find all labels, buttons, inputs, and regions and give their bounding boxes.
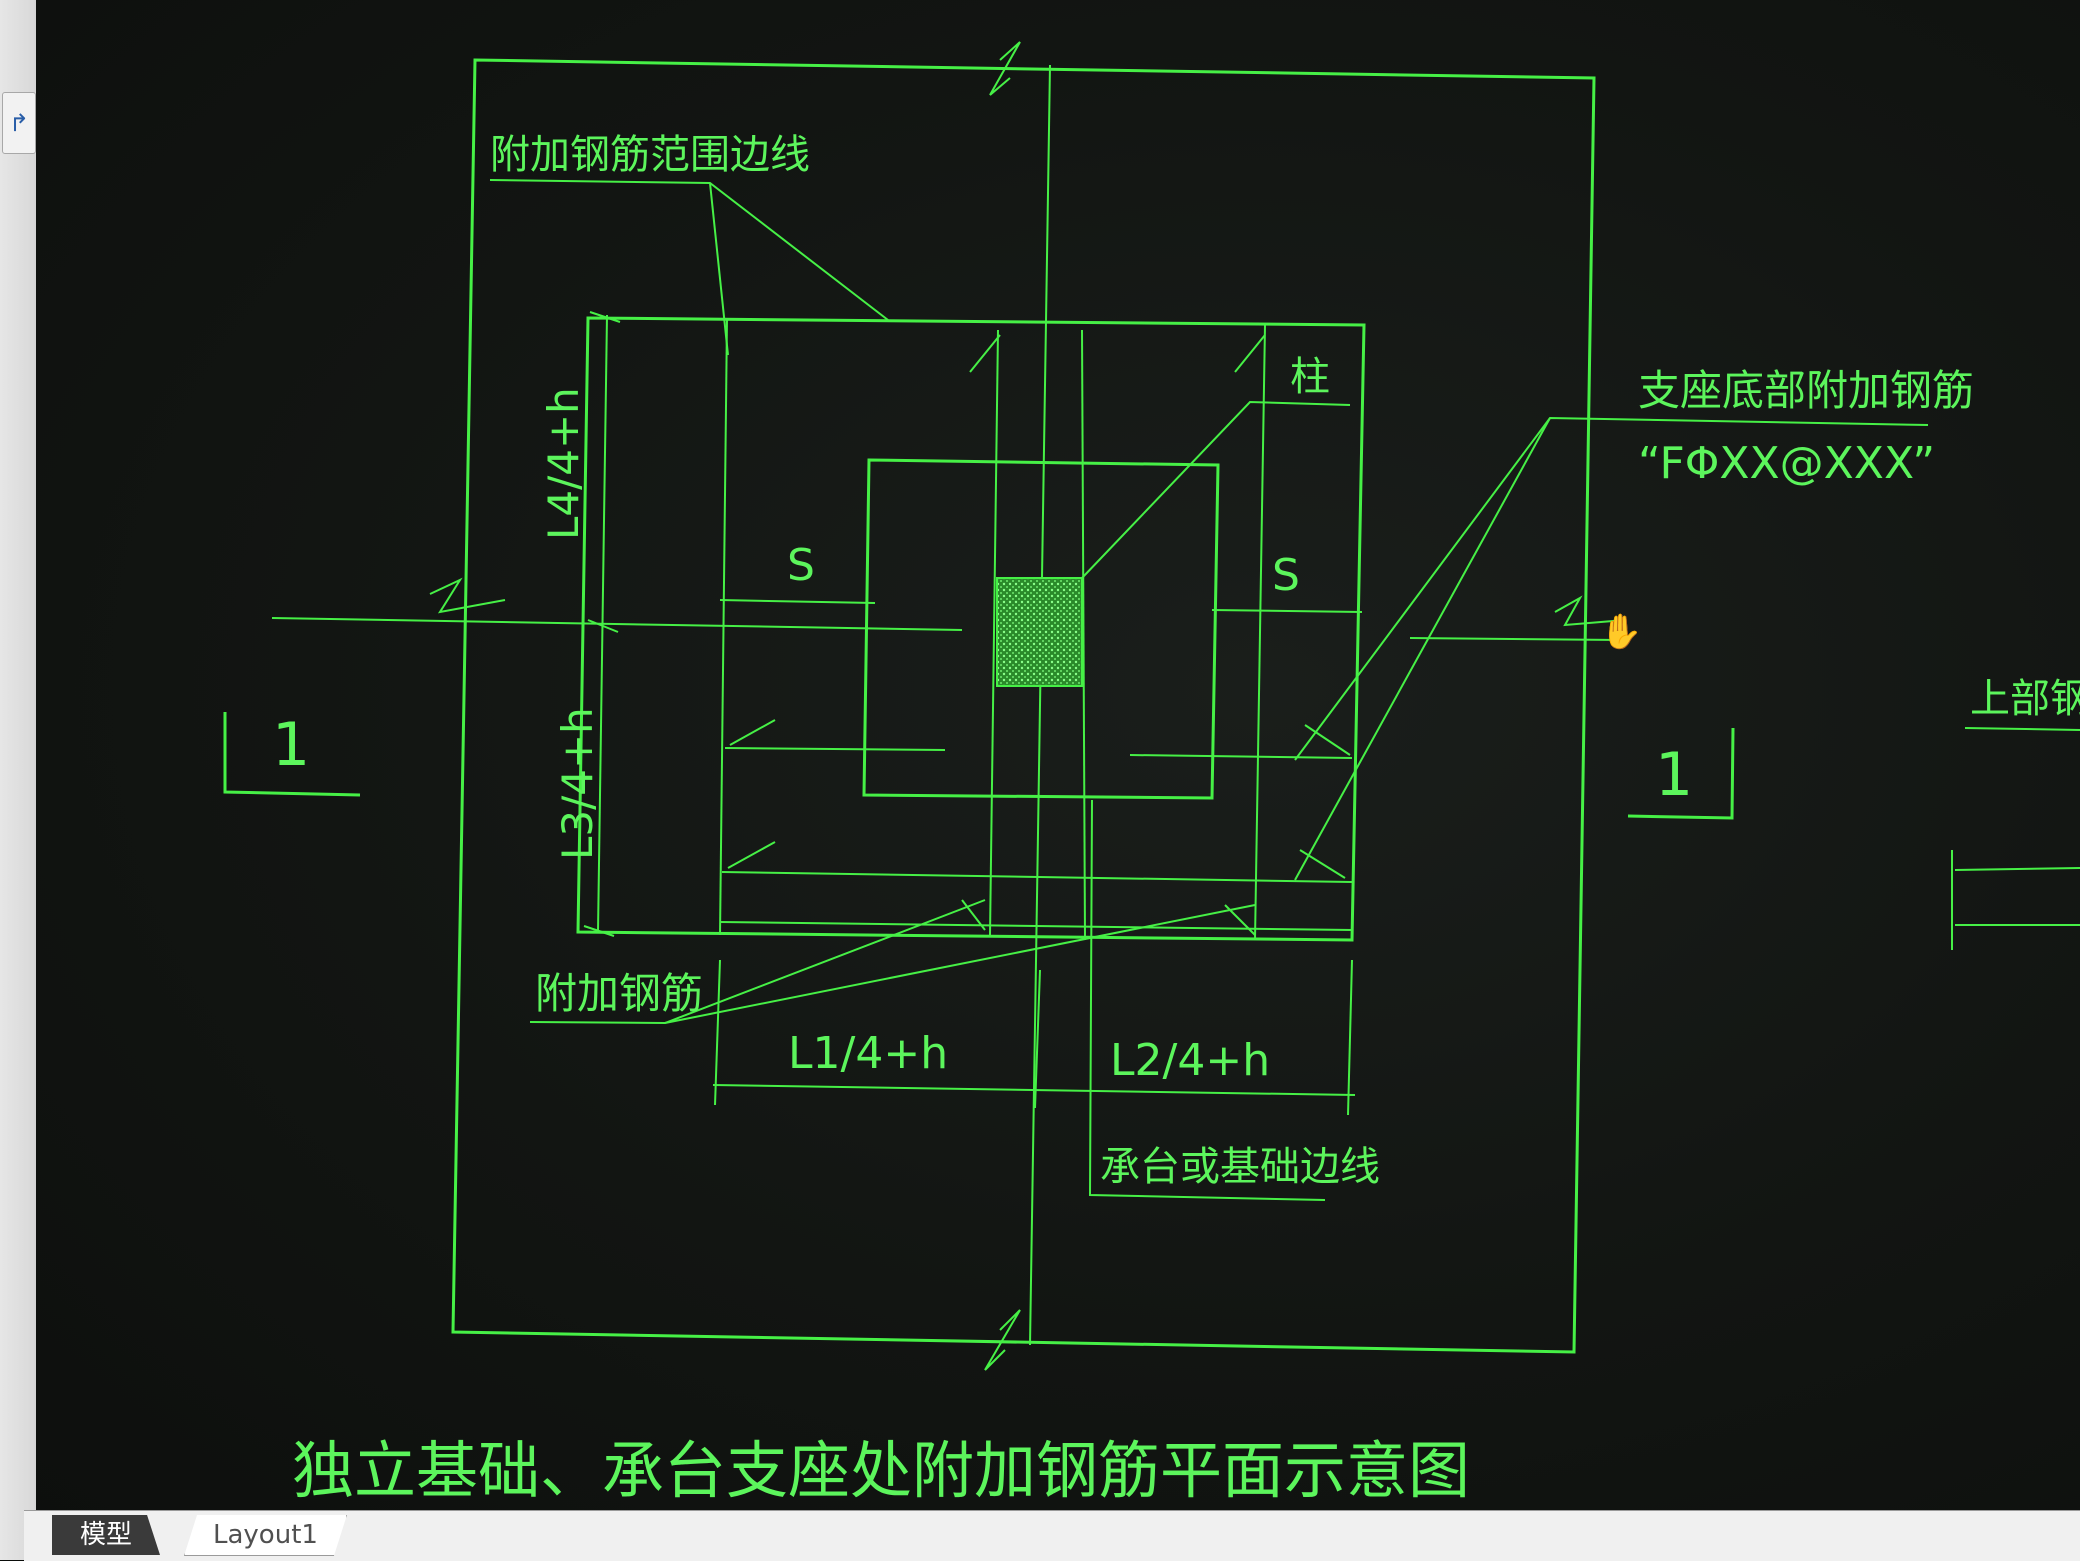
break-mark-left <box>429 577 506 614</box>
label-dim-right: L2/4+h <box>1110 1035 1270 1086</box>
tab-model[interactable]: 模型 <box>52 1515 161 1555</box>
label-section-right: 1 <box>1655 740 1693 810</box>
tick-6 <box>1299 849 1346 879</box>
label-rebar-spec: “FΦXX@XXX” <box>1638 438 1935 489</box>
dim-tick-mid <box>587 619 619 633</box>
dim-tick-bot <box>583 925 615 937</box>
rebar-line-3 <box>721 871 1353 883</box>
range-inner-left <box>719 317 728 936</box>
label-range-line: 附加钢筋范围边线 <box>490 132 810 178</box>
horizontal-axis-right <box>1409 637 1621 641</box>
hand-cursor-icon: ✋ <box>1600 612 1643 652</box>
foundation-edge-rectangle <box>862 458 1220 800</box>
label-column: 柱 <box>1290 354 1330 400</box>
drawing-canvas[interactable] <box>36 0 2080 1530</box>
tick-3 <box>729 719 776 746</box>
label-s-right: S <box>1272 550 1300 601</box>
label-foundation-edge: 承台或基础边线 <box>1100 1144 1380 1190</box>
leader-foundation-edge <box>1088 799 1326 1201</box>
tick-7 <box>961 899 986 931</box>
label-dim-left: L1/4+h <box>788 1028 948 1079</box>
leader-support-rebar-2 <box>1294 417 1551 881</box>
rebar-range-rectangle <box>576 316 1366 942</box>
label-dim-bottom: L3/4+h <box>553 707 602 860</box>
dim-ext-mid <box>1034 969 1041 1109</box>
label-additional-rebar: 附加钢筋 <box>535 969 703 1018</box>
dim-line-horizontal <box>712 1084 1356 1096</box>
label-s-left: S <box>787 540 815 591</box>
tab-layout1[interactable]: Layout1 <box>184 1515 347 1556</box>
upper-rebar-line-1 <box>1954 867 2080 871</box>
tick-5 <box>1304 724 1351 756</box>
rebar-vert-1 <box>989 329 999 936</box>
dim-line-vertical <box>597 314 608 933</box>
s-dim-left <box>719 599 876 604</box>
rebar-line-1 <box>724 747 946 751</box>
label-dim-top: L4/4+h <box>539 387 588 540</box>
layout-tab-bar: 模型 Layout1 <box>24 1510 2080 1561</box>
leader-range-line-2 <box>709 182 729 356</box>
drawing-title: 独立基础、承台支座处附加钢筋平面示意图 <box>292 1434 1470 1507</box>
label-upper-rebar: 上部钢筋 <box>1970 676 2080 722</box>
dim-tick-top <box>589 311 621 323</box>
rebar-line-4 <box>719 921 1353 931</box>
vertical-axis-line <box>1029 64 1051 1346</box>
break-mark-right <box>1554 595 1626 627</box>
tick-2 <box>1234 334 1266 373</box>
break-mark-top <box>989 41 1021 96</box>
label-support-bottom-rebar: 支座底部附加钢筋 <box>1638 366 1974 415</box>
redo-arrow-icon[interactable]: ↱ <box>2 92 36 154</box>
column-hatch <box>996 577 1083 687</box>
section-mark-left <box>223 712 361 797</box>
dim-ext-left <box>714 959 721 1106</box>
horizontal-axis-left <box>271 617 963 631</box>
upper-rebar-underline <box>1964 727 2080 731</box>
leader-additional-rebar-2 <box>664 904 1256 1024</box>
tick-1 <box>969 334 1001 373</box>
rebar-vert-2 <box>1081 329 1086 941</box>
dim-ext-right <box>1347 959 1353 1116</box>
leader-column <box>1081 400 1351 579</box>
section-mark-right <box>1627 727 1735 820</box>
s-dim-right <box>1211 609 1363 613</box>
rebar-line-2 <box>1129 754 1353 759</box>
break-mark-bottom <box>984 1309 1021 1371</box>
outer-boundary <box>451 58 1596 1354</box>
tick-4 <box>727 841 776 869</box>
range-inner-right <box>1254 324 1266 941</box>
label-section-left: 1 <box>272 710 310 780</box>
leader-range-line <box>489 179 889 321</box>
